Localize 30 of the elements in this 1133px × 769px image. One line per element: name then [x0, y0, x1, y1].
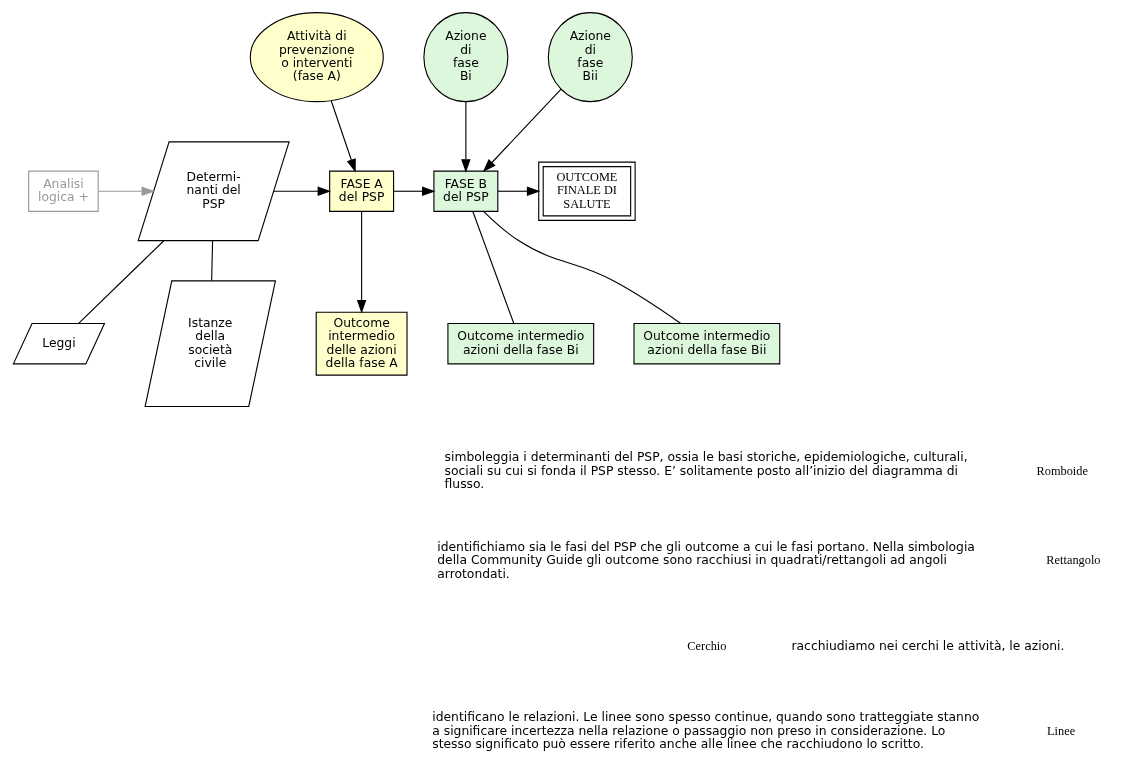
arrow: [330, 100, 356, 173]
label: Rettangolo: [1045, 553, 1100, 568]
arrow: [392, 186, 435, 196]
arrow: [482, 88, 562, 173]
node-box: FASE B del PSP: [432, 170, 498, 212]
node-box: Outcome intermedio delle azioni della fase A: [315, 311, 408, 376]
node-circle: Azione di fase Bi: [422, 12, 508, 103]
label: Cerchio: [686, 638, 726, 653]
arrow: [496, 186, 540, 196]
label: Linee: [1046, 723, 1075, 738]
label: simboleggia i determinanti del PSP, ossia le basi storiche, epidemiologiche, culturali, sociali su cui si fonda il PSP stesso. E’ solitamente posto all’inizio del diagramma di flusso.: [444, 450, 968, 492]
connector: [77, 240, 164, 324]
arrow: [460, 101, 471, 173]
arrow: [272, 186, 331, 196]
node-box: Analisi logica +: [27, 170, 99, 212]
node-box: Outcome intermedio azioni della fase Bii: [632, 322, 780, 365]
node-box: OUTCOME FINALE DI SALUTE: [537, 161, 636, 221]
connector: [482, 210, 681, 324]
label: Romboide: [1036, 463, 1088, 478]
connector: [471, 211, 514, 324]
arrow: [97, 186, 155, 196]
label: identifichiamo sia le fasi del PSP che gli outcome a cui le fasi portano. Nella simbologia della Community Guide gli outcome sono racchiusi in quadrati/rettangoli ad angoli arrotondati.: [436, 539, 975, 581]
node-box: FASE A del PSP: [328, 170, 394, 212]
label: racchiudiamo nei cerchi le attività, le azioni.: [791, 638, 1064, 653]
node-circle: Azione di fase Bii: [547, 12, 633, 103]
label: identificano le relazioni. Le linee sono spesso continue, quando sono tratteggiate stanno a significare incertezza nella relazione o passaggio non preso in considerazione. Lo stesso significato può essere riferito anche alle linee che racchiudono lo scritto.: [431, 710, 979, 752]
arrow: [356, 211, 366, 314]
connector: [210, 240, 213, 282]
node-box: Outcome intermedio azioni della fase Bi: [446, 322, 594, 365]
node-ellipse: Attività di prevenzione o interventi (fase A): [249, 12, 384, 103]
